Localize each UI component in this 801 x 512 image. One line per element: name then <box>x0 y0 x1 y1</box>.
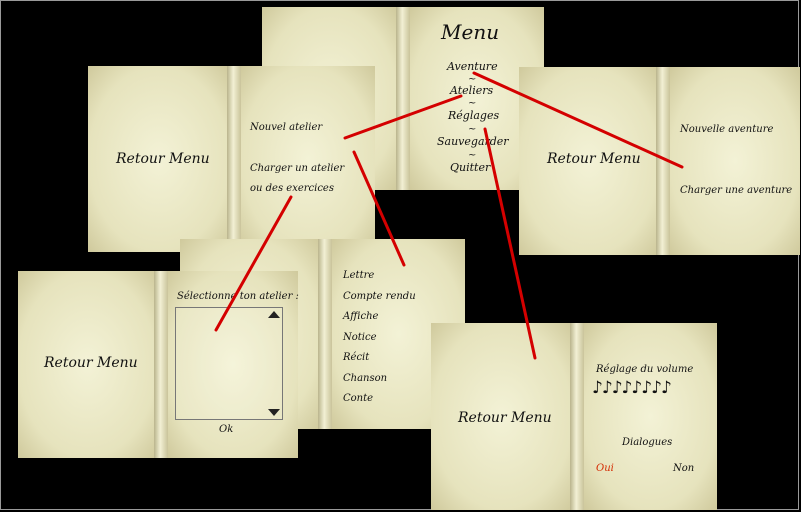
load-adventure-option[interactable]: Charger une aventure <box>680 185 792 196</box>
menu-divider: ~ <box>468 98 476 109</box>
aventure-spine <box>656 67 670 255</box>
workshop-list-box[interactable] <box>175 307 283 420</box>
aventure-back-button[interactable]: Retour Menu <box>547 151 641 167</box>
ateliers-spine <box>227 66 241 252</box>
load-workshop-option-line2[interactable]: ou des exercices <box>250 183 334 194</box>
genre-spine <box>318 239 332 429</box>
menu-item-ateliers[interactable]: Ateliers <box>450 84 493 97</box>
genre-item-lettre[interactable]: Lettre <box>343 270 374 281</box>
select-spine <box>154 271 168 458</box>
volume-notes-slider[interactable]: ♪♪♪♪♪♪♪♪ <box>592 378 671 398</box>
genre-item-affiche[interactable]: Affiche <box>343 311 378 322</box>
menu-item-reglages[interactable]: Réglages <box>448 109 499 122</box>
dialogues-no-option[interactable]: Non <box>673 463 694 474</box>
genre-item-recit[interactable]: Récit <box>343 352 369 363</box>
menu-divider: ~ <box>468 124 476 135</box>
volume-label: Réglage du volume <box>596 364 693 375</box>
main-menu-spine <box>396 7 410 190</box>
main-menu-title: Menu <box>441 20 499 44</box>
new-workshop-option[interactable]: Nouvel atelier <box>250 122 322 133</box>
menu-divider: ~ <box>468 150 476 161</box>
settings-right-page <box>584 323 717 510</box>
scroll-down-arrow-icon[interactable] <box>268 409 280 416</box>
new-adventure-option[interactable]: Nouvelle aventure <box>680 124 773 135</box>
ok-button[interactable]: Ok <box>219 424 233 435</box>
menu-item-aventure[interactable]: Aventure <box>447 60 498 73</box>
load-workshop-option-line1[interactable]: Charger un atelier <box>250 163 344 174</box>
genre-item-chanson[interactable]: Chanson <box>343 373 387 384</box>
settings-spine <box>570 323 584 510</box>
genre-item-compte-rendu[interactable]: Compte rendu <box>343 291 416 302</box>
dialogues-label: Dialogues <box>622 437 672 448</box>
genre-item-conte[interactable]: Conte <box>343 393 373 404</box>
menu-item-quitter[interactable]: Quitter <box>450 161 490 174</box>
genre-item-notice[interactable]: Notice <box>343 332 377 343</box>
select-back-button[interactable]: Retour Menu <box>44 355 138 371</box>
select-workshop-prompt: Sélectionne ton atelier : <box>177 291 299 302</box>
ateliers-right-page <box>241 66 375 252</box>
menu-item-sauvegarder[interactable]: Sauvegarder <box>437 135 509 148</box>
dialogues-yes-option[interactable]: Oui <box>596 463 614 474</box>
scroll-up-arrow-icon[interactable] <box>268 311 280 318</box>
settings-back-button[interactable]: Retour Menu <box>458 410 552 426</box>
aventure-right-page <box>670 67 800 255</box>
ateliers-back-button[interactable]: Retour Menu <box>116 151 210 167</box>
